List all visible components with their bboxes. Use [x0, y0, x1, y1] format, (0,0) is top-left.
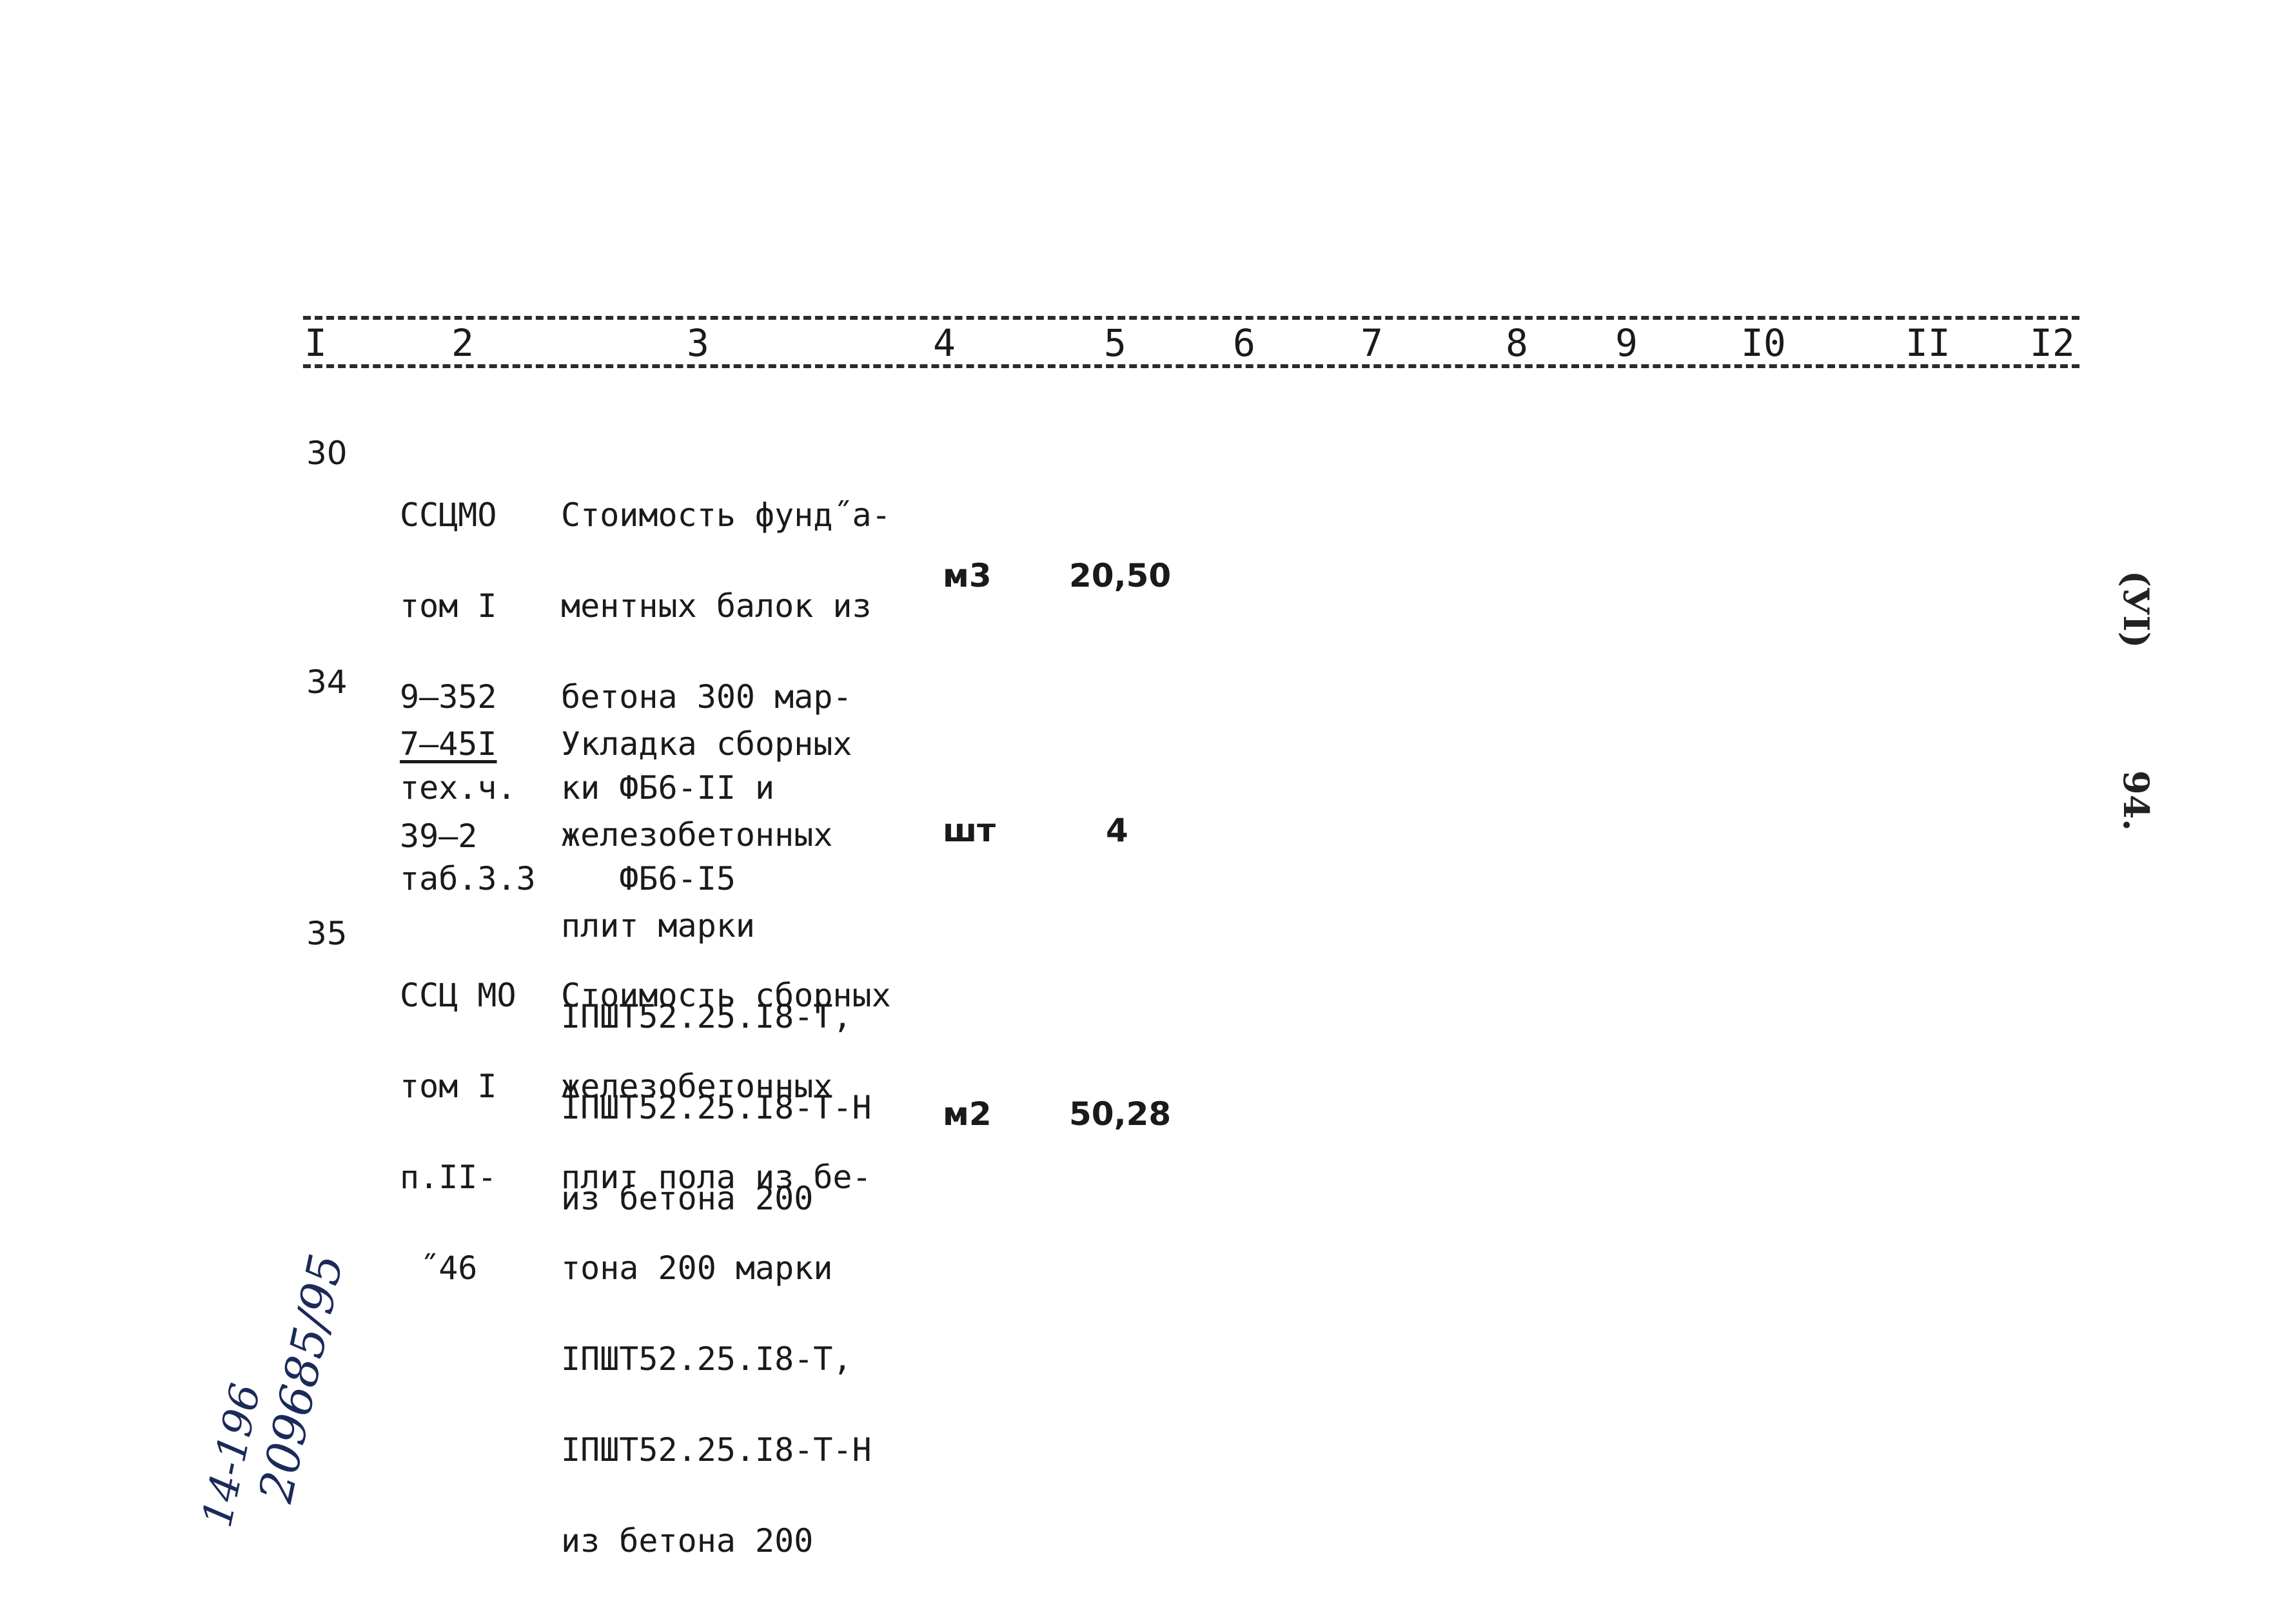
row-reference: ССЦ МО том I п.II- ˝46 — [400, 920, 516, 1344]
column-number-9: 9 — [1615, 321, 1638, 365]
description-line: ки ФБ6-II и — [561, 769, 775, 807]
column-number-1: I — [304, 321, 327, 365]
column-number-8: 8 — [1506, 321, 1528, 365]
description-line: IПШТ52.25.I8-Т-Н — [561, 1431, 872, 1469]
row-quantity: 4 — [1106, 812, 1128, 849]
description-line: плит пола из бе- — [561, 1159, 872, 1196]
description-line: Стоимость фунд˝а- — [561, 496, 891, 534]
handwritten-archive-number: 209685/95 — [248, 1249, 354, 1507]
column-number-5: 5 — [1104, 321, 1126, 365]
description-line: ментных балок из — [561, 587, 872, 625]
reference-line: ССЦ МО — [400, 977, 516, 1014]
column-number-12: I2 — [2030, 321, 2075, 365]
description-line: железобетонных — [561, 1068, 833, 1105]
row-unit: шт — [943, 812, 996, 849]
description-line: из бетона 200 — [561, 1180, 814, 1217]
row-number: 30 — [306, 435, 348, 472]
column-number-7: 7 — [1361, 321, 1383, 365]
description-line: Укладка сборных — [561, 725, 852, 763]
reference-line: ˝46 — [400, 1249, 478, 1287]
header-top-rule — [303, 316, 2079, 320]
column-number-11: II — [1905, 321, 1951, 365]
row-reference: ССЦМО том I 9–352 тех.ч. таб.3.3 — [400, 440, 536, 955]
description-line: IПШТ52.25.I8-Т-Н — [561, 1089, 872, 1126]
reference-line: тех.ч. — [400, 769, 516, 807]
reference-line: п.II- — [400, 1159, 497, 1196]
description-line: IПШТ52.25.I8-Т, — [561, 998, 852, 1035]
row-unit: м2 — [943, 1095, 992, 1133]
reference-line: таб.3.3 — [400, 860, 536, 897]
page-number: 94. — [2116, 770, 2157, 831]
column-number-3: 3 — [687, 321, 709, 365]
description-line: Стоимость сборных — [561, 977, 891, 1014]
row-quantity: 20,50 — [1069, 557, 1172, 594]
row-description: Стоимость фунд˝а- ментных балок из бетон… — [561, 440, 891, 955]
description-line: ФБ6-I5 — [561, 860, 736, 897]
reference-line: том I — [400, 1068, 497, 1105]
row-quantity: 50,28 — [1069, 1095, 1172, 1133]
description-line: IПШТ52.25.I8-Т, — [561, 1340, 852, 1378]
description-line: бетона 300 мар- — [561, 678, 852, 716]
description-line: железобетонных — [561, 816, 833, 854]
row-description: Стоимость сборных железобетонных плит по… — [561, 920, 891, 1617]
row-number: 34 — [306, 663, 348, 701]
row-reference: 7–45I 39–2 — [400, 669, 497, 912]
reference-line: том I — [400, 587, 497, 625]
column-number-4: 4 — [933, 321, 956, 365]
column-number-6: 6 — [1233, 321, 1255, 365]
reference-numerator: 7–45I — [400, 725, 497, 763]
header-bottom-rule — [303, 364, 2079, 368]
row-unit: м3 — [943, 557, 992, 594]
description-line: из бетона 200 — [561, 1522, 814, 1560]
reference-line: ССЦМО — [400, 496, 497, 534]
section-marker: (УI) — [2116, 571, 2157, 649]
column-number-2: 2 — [451, 321, 474, 365]
column-number-10: I0 — [1741, 321, 1786, 365]
reference-denominator: 39–2 — [400, 817, 478, 855]
row-number: 35 — [306, 915, 348, 952]
row-description: Укладка сборных железобетонных плит марк… — [561, 669, 872, 1275]
description-line: плит марки — [561, 907, 756, 944]
reference-line: 9–352 — [400, 678, 497, 716]
description-line: тона 200 марки — [561, 1249, 833, 1287]
